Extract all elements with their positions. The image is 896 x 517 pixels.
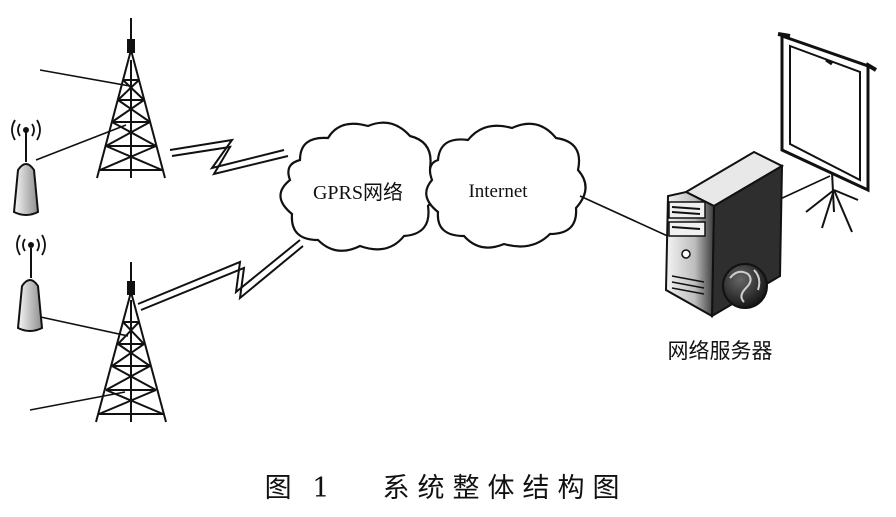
gprs-network-label: GPRS网络 xyxy=(313,181,403,204)
globe-icon xyxy=(722,263,768,309)
server-icon xyxy=(664,150,785,318)
internet-label: Internet xyxy=(468,181,528,202)
wireless-terminal-icon xyxy=(11,119,41,216)
internet-server-link xyxy=(579,195,673,239)
cell-tower-icon xyxy=(96,18,166,179)
gprs-network-cloud: GPRS网络 xyxy=(279,121,439,252)
figure-title: 系统整体结构图 xyxy=(383,473,628,504)
wireless-terminal-icon xyxy=(16,234,46,332)
wireless-link-icon xyxy=(169,138,289,176)
wireless-link-icon xyxy=(137,239,304,311)
internet-cloud: Internet xyxy=(425,122,587,249)
tower-link-lines xyxy=(29,69,131,411)
web-server-label: 网络服务器 xyxy=(668,339,773,363)
cell-tower-icon xyxy=(95,262,167,423)
server-screen-link xyxy=(777,175,831,201)
cloud-icon xyxy=(425,122,587,249)
figure-number: 图 1 xyxy=(265,473,336,504)
cloud-icon xyxy=(279,121,439,252)
projection-screen-icon xyxy=(777,32,878,233)
